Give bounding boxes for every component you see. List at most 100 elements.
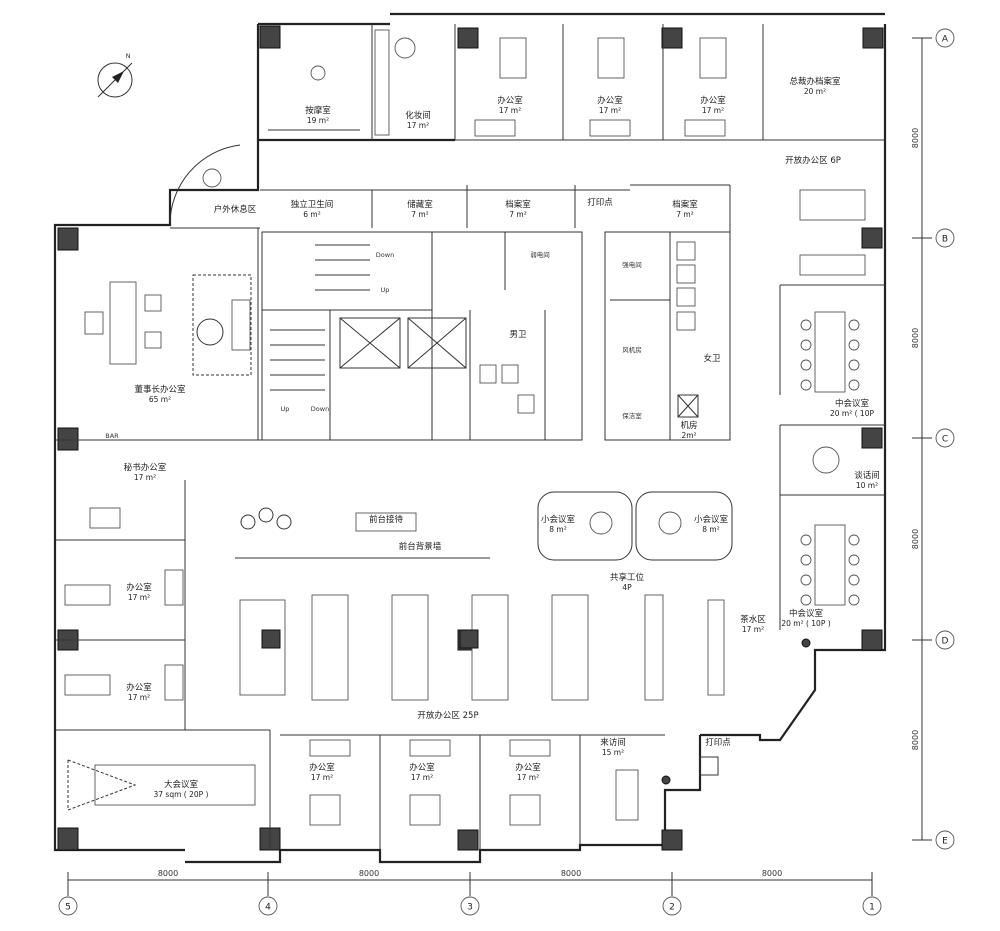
room-area-office_bot1: 17 m²: [311, 773, 333, 782]
room-area-office_left1: 17 m²: [128, 593, 150, 602]
col-dimension: 8000: [359, 869, 379, 878]
fan-room-label: 风机房: [622, 345, 642, 354]
col-axis-label: 5: [65, 903, 71, 913]
room-name-chairman: 董事长办公室: [134, 384, 186, 395]
room-area-makeup: 17 m²: [407, 121, 429, 130]
room-area-ceo_archive: 20 m²: [804, 87, 826, 96]
room-name-open25: 开放办公区 25P: [417, 710, 478, 721]
room-area-secretary: 17 m²: [134, 473, 156, 482]
room-name-talk: 谈话间: [854, 470, 880, 481]
col-axis-label: 2: [669, 903, 675, 913]
room-name-visitor: 来访间: [600, 737, 626, 748]
row-axis-bubble: [935, 830, 955, 850]
stair-down-label-1: Down: [376, 251, 394, 259]
col-axis-bubble: [862, 896, 882, 916]
room-name-male_wc: 男卫: [509, 330, 527, 340]
room-name-reception_wall: 前台背景墙: [399, 541, 442, 552]
stair-up-label-2: Up: [281, 405, 290, 413]
col-dimension: 8000: [762, 869, 782, 878]
row-axis-label: B: [942, 235, 948, 245]
room-name-archive1: 档案室: [505, 199, 531, 210]
room-name-print2: 打印点: [705, 737, 731, 748]
weak-electric-label: 弱电间: [530, 250, 550, 259]
room-name-tea: 茶水区: [740, 614, 766, 625]
room-area-archive1: 7 m²: [509, 210, 526, 219]
room-area-talk: 10 m²: [856, 481, 878, 490]
row-dimension: 8000: [911, 328, 920, 348]
stair-up-label-1: Up: [381, 286, 390, 294]
col-axis-bubble: [58, 896, 78, 916]
col-axis-bubble: [258, 896, 278, 916]
cleaning-room-label: 保洁室: [622, 411, 642, 420]
room-area-tea: 17 m²: [742, 625, 764, 634]
room-area-office_bot2: 17 m²: [411, 773, 433, 782]
room-area-mid_meet2: 20 m² ( 10P ): [781, 619, 830, 628]
room-name-massage: 按摩室: [305, 105, 331, 116]
col-dimension: 8000: [561, 869, 581, 878]
row-dimension: 8000: [911, 128, 920, 148]
row-dimension: 8000: [911, 529, 920, 549]
room-area-chairman: 65 m²: [149, 395, 171, 404]
room-area-private_wc: 6 m²: [303, 210, 320, 219]
room-name-office_bot1: 办公室: [309, 762, 335, 773]
room-area-big_meet: 37 sqm ( 20P ): [154, 790, 209, 799]
room-area-storage: 7 m²: [411, 210, 428, 219]
room-name-outdoor: 户外休息区: [214, 204, 257, 215]
room-name-ceo_archive: 总裁办档案室: [789, 76, 841, 87]
room-area-small_meet1: 8 m²: [549, 525, 566, 534]
north-label: N: [126, 52, 131, 60]
col-axis-label: 1: [869, 903, 875, 913]
room-name-archive2: 档案室: [672, 199, 698, 210]
room-name-reception: 前台接待: [369, 514, 404, 525]
row-axis-bubble: [935, 630, 955, 650]
room-name-office_bot3: 办公室: [515, 762, 541, 773]
room-area-machine: 2m²: [681, 431, 696, 440]
north-compass: N: [97, 52, 133, 98]
room-area-office_left2: 17 m²: [128, 693, 150, 702]
row-axis-label: E: [942, 837, 948, 847]
room-name-office_left2: 办公室: [126, 682, 152, 693]
col-axis-label: 4: [265, 903, 271, 913]
row-axis-label: A: [942, 35, 949, 45]
room-area-visitor: 15 m²: [602, 748, 624, 757]
row-axis-bubble: [935, 428, 955, 448]
col-axis-label: 3: [467, 903, 473, 913]
room-name-private_wc: 独立卫生间: [291, 199, 334, 210]
room-name-storage: 储藏室: [407, 199, 433, 210]
core-labels: Down Up Up Down 弱电间 强电间 风机房 保洁室 BAR: [105, 250, 642, 440]
strong-electric-label: 强电间: [622, 260, 642, 269]
room-name-office_top1: 办公室: [497, 95, 523, 106]
row-axis-label: C: [942, 435, 948, 445]
furniture: [64, 29, 866, 826]
room-name-small_meet2: 小会议室: [694, 514, 729, 525]
room-name-machine: 机房: [680, 420, 697, 431]
room-name-office_top2: 办公室: [597, 95, 623, 106]
room-name-mid_meet1: 中会议室: [835, 398, 870, 409]
col-axis-bubble: [662, 896, 682, 916]
row-axis-bubble: [935, 228, 955, 248]
room-name-makeup: 化妆间: [405, 110, 431, 121]
room-name-secretary: 秘书办公室: [124, 462, 167, 473]
room-name-shared: 共享工位: [610, 572, 645, 583]
room-name-office_left1: 办公室: [126, 582, 152, 593]
room-area-massage: 19 m²: [307, 116, 329, 125]
room-name-female_wc: 女卫: [703, 353, 721, 364]
room-area-office_top2: 17 m²: [599, 106, 621, 115]
room-area-office_top3: 17 m²: [702, 106, 724, 115]
room-name-print1: 打印点: [587, 197, 613, 208]
row-axis-bubble: [935, 28, 955, 48]
room-name-open6: 开放办公区 6P: [785, 155, 841, 166]
room-name-mid_meet2: 中会议室: [789, 608, 824, 619]
room-name-office_top3: 办公室: [700, 95, 726, 106]
room-name-small_meet1: 小会议室: [541, 514, 576, 525]
stair-down-label-2: Down: [311, 405, 329, 413]
room-name-big_meet: 大会议室: [164, 779, 199, 790]
col-dimension: 8000: [158, 869, 178, 878]
room-name-office_bot2: 办公室: [409, 762, 435, 773]
row-dimension: 8000: [911, 730, 920, 750]
room-area-small_meet2: 8 m²: [702, 525, 719, 534]
row-axis-label: D: [942, 637, 949, 647]
